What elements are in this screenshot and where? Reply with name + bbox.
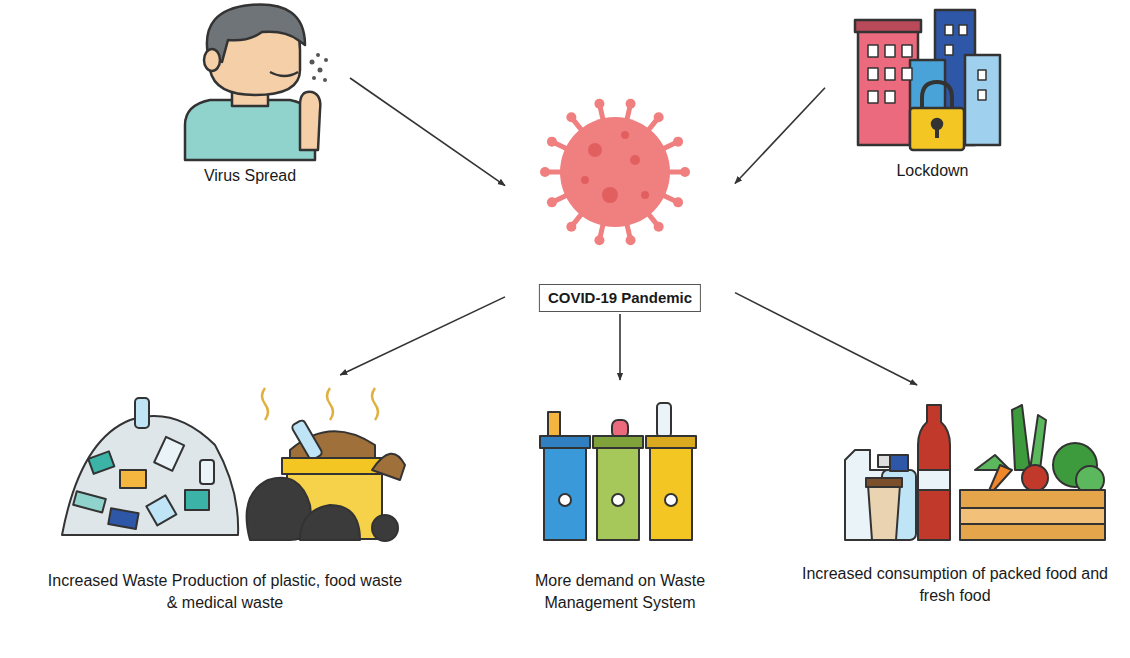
arrow-connector — [350, 78, 505, 186]
icon-label-node: More demand on Waste Management System — [520, 380, 720, 652]
arrow-connector — [735, 293, 917, 385]
coughing-person-icon — [185, 5, 328, 161]
locked-city-icon — [855, 10, 1000, 150]
node-label: Increased Waste Production of plastic, f… — [45, 570, 405, 614]
box-label: COVID-19 Pandemic — [539, 284, 701, 312]
fresh-food-crate-icon — [960, 405, 1105, 540]
icon-label-node: Increased consumption of packed food and… — [790, 385, 1120, 615]
virus-icon — [540, 99, 690, 245]
icon-label-node: Increased Waste Production of plastic, f… — [45, 375, 405, 630]
food-waste-bin-icon — [247, 388, 405, 541]
icon-label-node: Lockdown — [825, 0, 1040, 195]
node-label: Increased consumption of packed food and… — [790, 563, 1120, 607]
packed-food-icon — [845, 405, 950, 540]
recycling-bins-icon — [540, 403, 696, 540]
arrow-connector — [619, 314, 621, 380]
node-label: Virus Spread — [150, 165, 350, 187]
process-box: COVID-19 Pandemic — [505, 100, 735, 314]
node-label: More demand on Waste Management System — [520, 570, 720, 614]
icon-label-node: Virus Spread — [150, 0, 350, 200]
arrow-connector — [735, 88, 825, 184]
plastic-waste-pile-icon — [62, 398, 238, 535]
node-label: Lockdown — [825, 160, 1040, 182]
arrow-connector — [340, 297, 505, 375]
